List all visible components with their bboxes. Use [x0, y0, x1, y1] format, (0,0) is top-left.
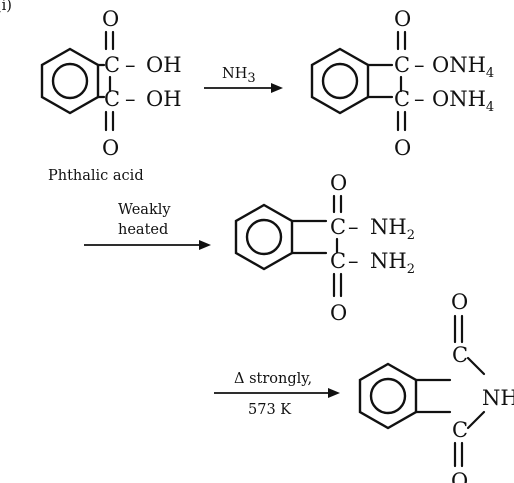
oxygen-atom: O	[394, 7, 411, 31]
amine-group: NH2	[370, 215, 415, 243]
phthalamide-structure: O C – NH2 C – NH2 O	[234, 171, 415, 325]
oxygen-atom: O	[451, 469, 468, 483]
carbon-atom: C	[104, 87, 120, 111]
oxygen-atom: O	[394, 136, 411, 160]
oxygen-atom: O	[330, 301, 347, 325]
carbon-atom: C	[452, 343, 468, 367]
arrow-step-2	[84, 240, 211, 250]
reagent-ammonia: NH3	[222, 66, 256, 86]
benzene-ring	[40, 47, 100, 115]
carbon-atom: C	[394, 53, 410, 77]
phthalic-acid-structure: O C – OH C – OH O	[40, 7, 182, 160]
hydroxyl-group: OH	[146, 53, 182, 77]
phthalimide-structure: O C NH C O	[358, 290, 514, 483]
reagent-condition-line1: Weakly	[118, 202, 171, 218]
benzene-ring	[358, 362, 418, 430]
reagent-condition-line2: heated	[118, 222, 168, 238]
aromatic-circle	[321, 62, 359, 100]
arrow-step-1	[204, 83, 283, 93]
benzene-ring	[310, 47, 370, 115]
hydroxyl-group: OH	[146, 87, 182, 111]
ammonium-phthalate-structure: O C – ONH4 C – ONH4 O	[310, 7, 494, 160]
oxygen-atom: O	[451, 290, 468, 314]
bond-dash: –	[414, 53, 425, 77]
bond-dash: –	[125, 87, 136, 111]
aromatic-circle	[245, 218, 283, 256]
reagent-condition-line2: 573 K	[248, 402, 292, 418]
bond-dash: –	[125, 53, 136, 77]
single-bond	[466, 410, 486, 430]
reactant-name: Phthalic acid	[48, 168, 144, 184]
aromatic-circle	[369, 377, 407, 415]
top-left-label: (i)	[0, 0, 12, 14]
single-bond	[466, 356, 486, 376]
ammonium-carboxylate-group: ONH4	[432, 53, 494, 81]
reagent-condition-line1: Δ strongly,	[234, 371, 312, 387]
aromatic-circle	[51, 62, 89, 100]
carbon-atom: C	[394, 87, 410, 111]
bond-dash: –	[348, 215, 359, 239]
benzene-ring	[234, 203, 294, 271]
bond-dash: –	[348, 249, 359, 273]
amine-group: NH2	[370, 249, 415, 277]
oxygen-atom: O	[102, 7, 119, 31]
oxygen-atom: O	[330, 171, 347, 195]
carbon-atom: C	[104, 53, 120, 77]
carbon-atom: C	[330, 249, 346, 273]
arrow-step-3	[214, 388, 340, 398]
bond-dash: –	[414, 87, 425, 111]
imide-nitrogen: NH	[482, 386, 514, 410]
oxygen-atom: O	[102, 136, 119, 160]
ammonium-carboxylate-group: ONH4	[432, 87, 494, 115]
carbon-atom: C	[452, 418, 468, 442]
carbon-atom: C	[330, 215, 346, 239]
